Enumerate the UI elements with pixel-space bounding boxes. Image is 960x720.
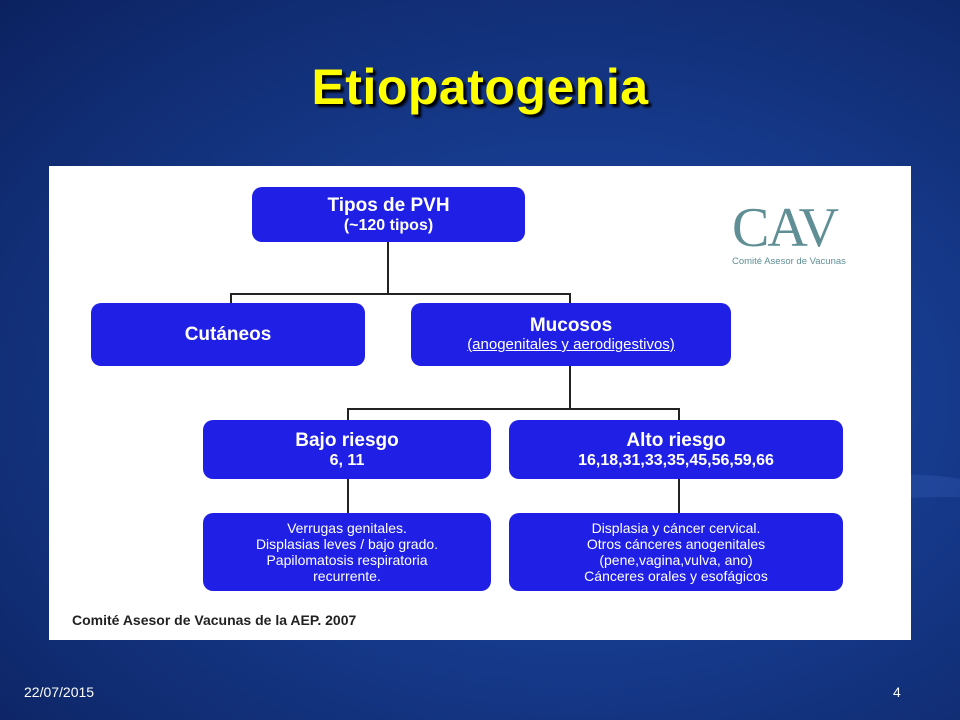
bajo-detail-line-2: Displasias leves / bajo grado. <box>255 536 439 552</box>
tipos-pvh-title: Tipos de PVH <box>327 194 450 216</box>
connector-alto <box>678 408 680 420</box>
bajo-riesgo-types: 6, 11 <box>329 451 365 469</box>
mucosos-subtitle: (anogenitales y aerodigestivos) <box>467 336 675 353</box>
cav-logo-mark: CAV <box>732 197 839 259</box>
connector-cutaneos <box>230 293 232 303</box>
bajo-detail-line-3: Papilomatosis respiratoria <box>266 552 428 568</box>
alto-detail-line-2: Otros cánceres anogenitales <box>586 536 766 552</box>
bajo-riesgo-title: Bajo riesgo <box>295 429 399 451</box>
footer-date: 22/07/2015 <box>24 684 95 700</box>
connector-bajo <box>347 408 349 420</box>
connector-alto-down <box>678 479 680 513</box>
cutaneos-box: Cutáneos <box>91 303 365 366</box>
connector-mucosos-down <box>569 366 571 409</box>
source-citation: Comité Asesor de Vacunas de la AEP. 2007 <box>72 612 357 628</box>
cav-logo-subtitle: Comité Asesor de Vacunas <box>732 256 846 267</box>
cav-logo: CAV Comité Asesor de Vacunas <box>732 199 892 269</box>
mucosos-title: Mucosos <box>529 315 613 336</box>
alto-riesgo-box: Alto riesgo 16,18,31,33,35,45,56,59,66 <box>509 420 843 479</box>
alto-riesgo-detail-box: Displasia y cáncer cervical. Otros cánce… <box>509 513 843 591</box>
alto-detail-line-4: Cánceres orales y esofágicos <box>584 568 768 584</box>
connector-root-down <box>387 242 389 294</box>
slide-title: Etiopatogenia <box>311 59 649 115</box>
tipos-pvh-subtitle: (~120 tipos) <box>343 216 434 234</box>
bajo-detail-line-1: Verrugas genitales. <box>287 520 407 536</box>
alto-detail-line-1: Displasia y cáncer cervical. <box>591 520 761 536</box>
connector-mucosos <box>569 293 571 303</box>
bajo-detail-line-4: recurrente. <box>313 568 381 584</box>
connector-level1-horizontal <box>230 293 570 295</box>
alto-riesgo-types: 16,18,31,33,35,45,56,59,66 <box>578 451 774 469</box>
cutaneos-title: Cutáneos <box>184 324 272 345</box>
alto-detail-line-3: (pene,vagina,vulva, ano) <box>599 552 753 568</box>
diagram-panel: Tipos de PVH (~120 tipos) Cutáneos Mucos… <box>49 166 911 640</box>
mucosos-box: Mucosos (anogenitales y aerodigestivos) <box>411 303 731 366</box>
tipos-pvh-box: Tipos de PVH (~120 tipos) <box>252 187 525 242</box>
footer-page-number: 4 <box>893 684 901 700</box>
bajo-riesgo-detail-box: Verrugas genitales. Displasias leves / b… <box>203 513 491 591</box>
connector-level2-horizontal <box>347 408 679 410</box>
bajo-riesgo-box: Bajo riesgo 6, 11 <box>203 420 491 479</box>
alto-riesgo-title: Alto riesgo <box>626 429 726 451</box>
connector-bajo-down <box>347 479 349 513</box>
